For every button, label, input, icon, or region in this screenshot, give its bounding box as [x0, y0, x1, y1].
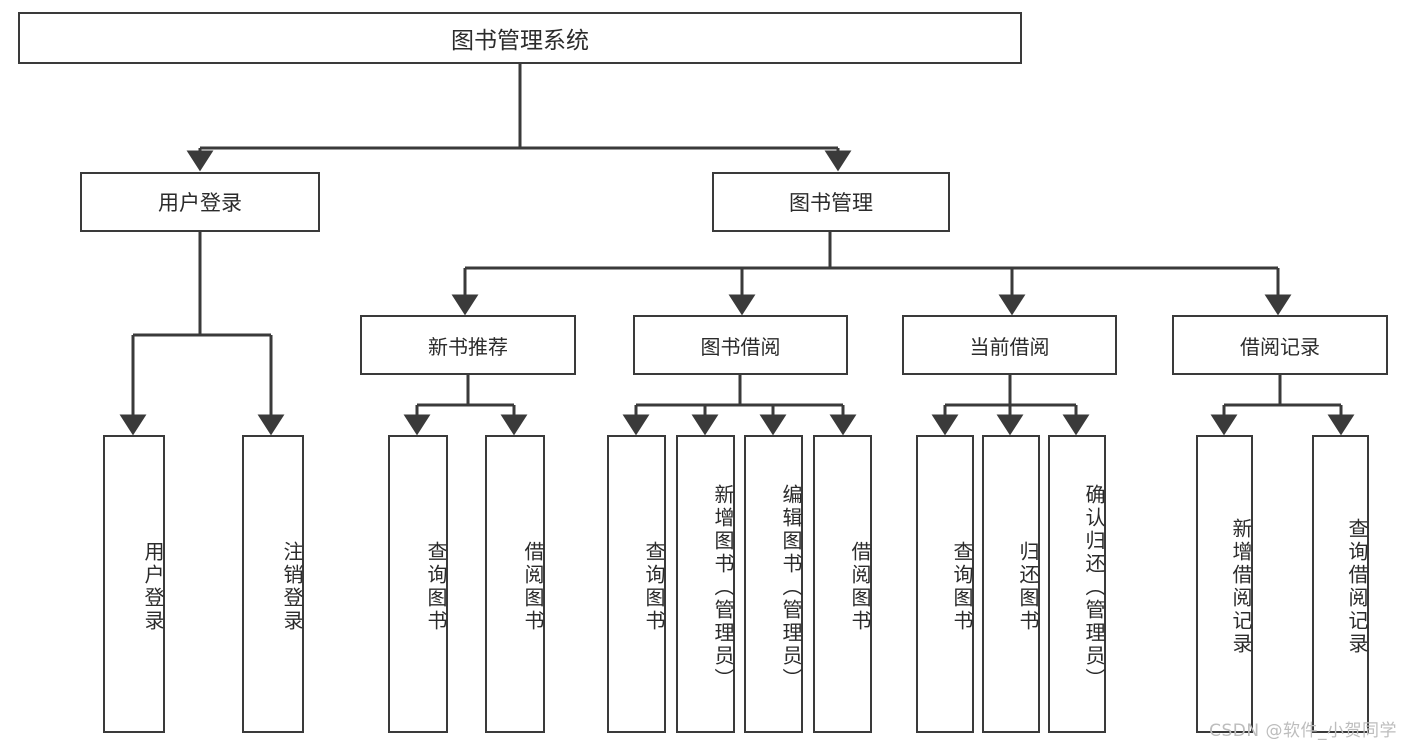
- node-label: 查询图书: [424, 541, 448, 633]
- node-book-borrow[interactable]: 图书借阅: [633, 315, 848, 375]
- node-label: 查询借阅记录: [1345, 518, 1369, 656]
- node-label: 查询图书: [950, 541, 974, 633]
- node-label: 新书推荐: [428, 334, 508, 359]
- node-label: 编辑图书（管理员）: [779, 483, 803, 691]
- node-label: 归还图书: [1016, 541, 1040, 633]
- node-new-book-recommend[interactable]: 新书推荐: [360, 315, 576, 375]
- node-label: 用户登录: [158, 191, 242, 215]
- node-book-management[interactable]: 图书管理: [712, 172, 950, 232]
- leaf-record-add-record[interactable]: 新增借阅记录: [1196, 435, 1253, 733]
- node-label: 查询图书: [642, 541, 666, 633]
- leaf-current-return-book[interactable]: 归还图书: [982, 435, 1040, 733]
- node-label: 图书管理: [789, 191, 873, 215]
- node-label: 借阅图书: [848, 541, 872, 633]
- node-label: 图书借阅: [700, 334, 781, 359]
- node-borrow-record[interactable]: 借阅记录: [1172, 315, 1388, 375]
- node-user-login[interactable]: 用户登录: [80, 172, 320, 232]
- leaf-record-query-record[interactable]: 查询借阅记录: [1312, 435, 1369, 733]
- node-label: 新增借阅记录: [1229, 518, 1253, 656]
- node-label: 新增图书（管理员）: [711, 483, 735, 691]
- node-label: 当前借阅: [969, 334, 1050, 359]
- leaf-borrow-borrow-book[interactable]: 借阅图书: [813, 435, 872, 733]
- node-root-system[interactable]: 图书管理系统: [18, 12, 1022, 64]
- leaf-borrow-edit-book[interactable]: 编辑图书（管理员）: [744, 435, 803, 733]
- leaf-user-logout[interactable]: 注销登录: [242, 435, 304, 733]
- node-current-borrow[interactable]: 当前借阅: [902, 315, 1117, 375]
- node-label: 用户登录: [141, 541, 165, 633]
- node-label: 借阅图书: [521, 541, 545, 633]
- node-label: 注销登录: [280, 541, 304, 633]
- leaf-recommend-query-book[interactable]: 查询图书: [388, 435, 448, 733]
- node-label: 确认归还（管理员）: [1082, 483, 1106, 691]
- leaf-borrow-add-book[interactable]: 新增图书（管理员）: [676, 435, 735, 733]
- watermark: CSDN @软件_小贺同学: [1209, 721, 1397, 741]
- leaf-user-login[interactable]: 用户登录: [103, 435, 165, 733]
- node-label: 借阅记录: [1240, 334, 1320, 359]
- leaf-borrow-query-book[interactable]: 查询图书: [607, 435, 666, 733]
- node-label: 图书管理系统: [451, 28, 589, 54]
- leaf-recommend-borrow-book[interactable]: 借阅图书: [485, 435, 545, 733]
- leaf-current-query-book[interactable]: 查询图书: [916, 435, 974, 733]
- leaf-current-confirm-return[interactable]: 确认归还（管理员）: [1048, 435, 1106, 733]
